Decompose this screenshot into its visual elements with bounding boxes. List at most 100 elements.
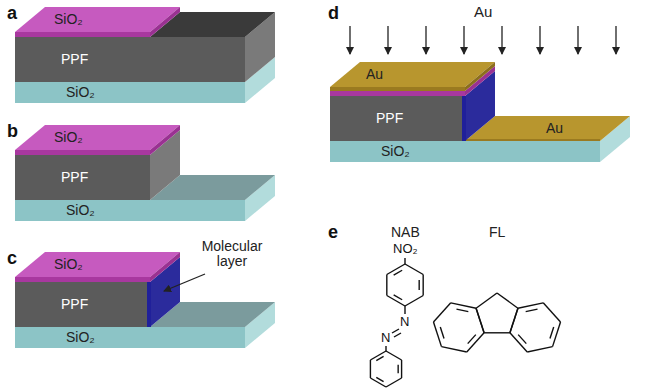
- atom-label: N: [380, 331, 391, 345]
- panel-letter: a: [7, 4, 17, 24]
- drawing-stroke: [330, 141, 600, 162]
- drawing-stroke: [510, 333, 527, 352]
- drawing-stroke: [376, 377, 383, 381]
- drawing-stroke: [441, 347, 466, 352]
- drawing-stroke: [387, 264, 405, 275]
- layer-label: SiO₂: [54, 130, 83, 145]
- layer-label: SiO₂: [54, 257, 83, 272]
- drawing-stroke: [387, 296, 405, 307]
- panel-letter: d: [328, 4, 339, 24]
- drawing-stroke: [418, 280, 419, 290]
- drawing-stroke: [394, 270, 403, 275]
- drawing-stroke: [543, 303, 560, 322]
- drawing-stroke: [15, 150, 150, 155]
- drawing-stroke: [385, 346, 386, 351]
- drawing-stroke: [433, 322, 441, 347]
- drawing-stroke: [526, 309, 538, 312]
- layer-label: SiO₂: [66, 85, 95, 100]
- drawing-stroke: [401, 360, 402, 378]
- drawing-stroke: [150, 125, 180, 155]
- drawing-stroke: [386, 378, 402, 387]
- molecule-name: NAB: [391, 225, 420, 240]
- drawing-stroke: [465, 139, 600, 141]
- atom-label: NO₂: [392, 242, 419, 256]
- drawing-stroke: [501, 26, 502, 54]
- drawing-stroke: [577, 26, 578, 54]
- panel-a-stack: [15, 7, 275, 103]
- drawing-stroke: [15, 82, 245, 103]
- drawing-stroke: [518, 303, 543, 308]
- deposition-label: Au: [474, 4, 492, 21]
- drawing-stroke: [330, 96, 465, 141]
- molecule-name: FL: [489, 225, 505, 240]
- panel-b-stack: [15, 125, 275, 221]
- layer-label: SiO₂: [381, 144, 410, 159]
- drawing-stroke: [451, 303, 476, 308]
- layer-label: SiO₂: [54, 12, 83, 27]
- drawing-stroke: [397, 365, 398, 373]
- layer-label: Au: [366, 67, 383, 82]
- panel-d-stack: [330, 62, 630, 162]
- drawing-stroke: [386, 275, 387, 296]
- drawing-stroke: [150, 252, 180, 282]
- drawing-stroke: [615, 26, 616, 54]
- drawing-stroke: [440, 327, 444, 339]
- deposition-arrows: [350, 26, 616, 54]
- drawing-stroke: [553, 322, 561, 347]
- drawing-stroke: [468, 335, 476, 344]
- drawing-stroke: [15, 200, 245, 221]
- drawing-stroke: [386, 351, 402, 360]
- drawing-stroke: [433, 303, 450, 322]
- drawing-stroke: [497, 293, 518, 308]
- layer-label: PPF: [61, 52, 88, 67]
- drawing-stroke: [405, 296, 423, 307]
- drawing-stroke: [394, 295, 403, 300]
- drawing-stroke: [463, 26, 464, 54]
- drawing-stroke: [392, 329, 399, 333]
- drawing-stroke: [465, 62, 495, 91]
- drawing-stroke: [484, 332, 510, 333]
- molecule-structures: [370, 258, 560, 387]
- drawing-stroke: [510, 308, 518, 333]
- drawing-stroke: [539, 26, 540, 54]
- drawing-stroke: [404, 306, 405, 314]
- drawing-stroke: [476, 293, 497, 308]
- drawing-stroke: [405, 264, 423, 275]
- layer-label: SiO₂: [66, 203, 95, 218]
- atom-label: N: [399, 315, 410, 329]
- drawing-stroke: [467, 333, 484, 352]
- drawing-stroke: [422, 275, 423, 296]
- callout-label: Molecular layer: [192, 239, 272, 270]
- layer-label: PPF: [376, 111, 403, 126]
- drawing-stroke: [550, 327, 554, 339]
- drawing-stroke: [164, 274, 205, 291]
- layer-label: PPF: [61, 170, 88, 185]
- drawing-stroke: [370, 360, 371, 378]
- layer-label: SiO₂: [66, 330, 95, 345]
- drawing-stroke: [527, 347, 552, 352]
- drawing-stroke: [330, 87, 465, 91]
- drawing-stroke: [404, 258, 405, 264]
- drawing-stroke: [15, 32, 150, 37]
- drawing-stroke: [387, 26, 388, 54]
- drawing-stroke: [476, 308, 484, 333]
- panel-letter: c: [7, 249, 17, 269]
- layer-label: PPF: [61, 297, 88, 312]
- drawing-stroke: [15, 282, 150, 327]
- drawing-stroke: [15, 327, 245, 348]
- drawing-stroke: [510, 308, 518, 333]
- drawing-stroke: [349, 26, 350, 54]
- panel-letter: b: [7, 122, 18, 142]
- drawing-stroke: [518, 335, 526, 344]
- drawing-stroke: [370, 351, 386, 360]
- drawing-stroke: [15, 37, 245, 82]
- panel-letter: e: [328, 223, 338, 243]
- drawing-stroke: [330, 91, 465, 96]
- drawing-stroke: [376, 356, 383, 360]
- drawing-stroke: [456, 309, 468, 312]
- drawing-stroke: [425, 26, 426, 54]
- drawing-stroke: [15, 277, 150, 282]
- drawing-stroke: [147, 282, 151, 327]
- drawing-stroke: [370, 378, 386, 387]
